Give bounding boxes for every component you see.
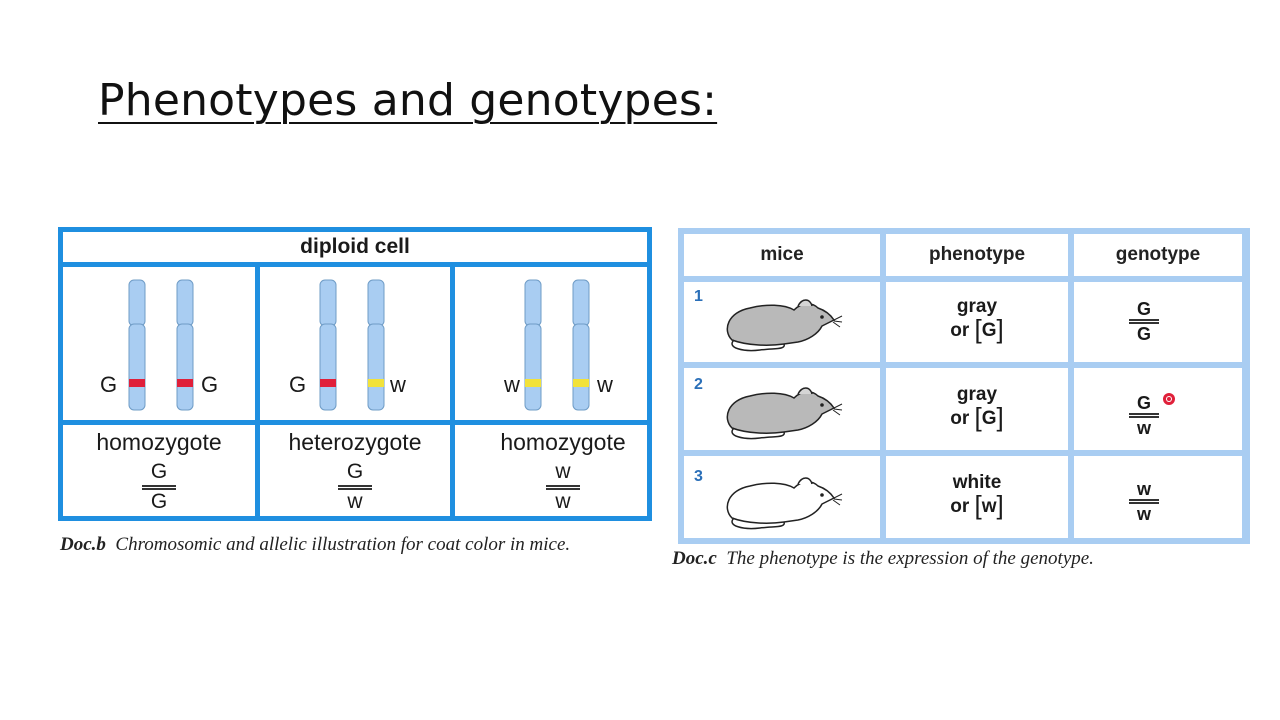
fraction-numerator: G <box>1136 299 1151 319</box>
fraction-numerator: G <box>346 460 364 483</box>
genotype-cell-2: G w <box>1074 368 1242 450</box>
genotype-cell-1: homozygote G G <box>63 425 255 516</box>
fraction-bar <box>1129 319 1159 324</box>
phenotype-or: or <box>950 408 970 429</box>
genotype-fraction: w w <box>1060 480 1228 523</box>
mouse-cell-2: 2 <box>684 368 880 450</box>
allele-left: w <box>504 372 520 397</box>
laser-pointer-icon <box>1163 393 1175 405</box>
diploid-cell-header: diploid cell <box>63 232 647 262</box>
fraction-numerator: G <box>1136 393 1151 413</box>
genotype-cell-2: heterozygote G w <box>260 425 450 516</box>
fraction-bar <box>1129 499 1159 504</box>
genotype-fraction: G w <box>260 461 450 513</box>
phenotype-cell-1: gray or [G] <box>886 282 1068 362</box>
zygosity-label: heterozygote <box>288 429 422 455</box>
chromosome-pair-icon <box>524 279 590 411</box>
phenotype-word: gray <box>956 296 998 317</box>
phenotype-allele: w <box>981 496 997 517</box>
phenotype-word: gray <box>956 384 998 405</box>
fraction-bar <box>338 485 372 490</box>
phenotype-value: gray or [G] <box>886 296 1068 342</box>
genotype-cell-1: G G <box>1074 282 1242 362</box>
genotype-cell-3: w w <box>1074 456 1242 538</box>
chromosome-cell-2: G w <box>260 267 450 420</box>
mouse-cell-3: 3 <box>684 456 880 538</box>
fraction-denominator: G <box>150 490 168 513</box>
phenotype-cell-2: gray or [G] <box>886 368 1068 450</box>
fraction-denominator: w <box>347 490 363 513</box>
allele-right: w <box>597 372 613 397</box>
docb-caption-text: Chromosomic and allelic illustration for… <box>115 534 571 555</box>
header-phenotype: phenotype <box>886 234 1068 276</box>
fraction-bar <box>546 485 580 490</box>
fraction-numerator: w <box>555 460 571 483</box>
genotype-fraction: w w <box>467 461 659 513</box>
gray-mouse-icon <box>726 387 843 440</box>
docc-caption-text: The phenotype is the expression of the g… <box>726 548 1094 569</box>
zygosity-label: homozygote <box>96 429 222 455</box>
allele-right: G <box>201 372 219 397</box>
genotype-fraction: G G <box>63 461 255 513</box>
fraction-denominator: w <box>555 490 571 513</box>
fraction-denominator: w <box>1136 504 1151 524</box>
gray-mouse-icon <box>726 299 843 352</box>
phenotype-value: white or [w] <box>886 472 1068 518</box>
genotype-fraction: G G <box>1060 300 1228 343</box>
phenotype-allele: G <box>981 320 997 341</box>
genotype-cell-3: homozygote w w <box>455 425 647 516</box>
white-mouse-icon <box>726 477 843 530</box>
phenotype-or: or <box>950 320 970 341</box>
allele-left: G <box>289 372 307 397</box>
chromosome-cell-3: w w <box>455 267 647 420</box>
fraction-denominator: G <box>1136 324 1151 344</box>
slide-title: Phenotypes and genotypes: <box>98 75 718 127</box>
mice-genotype-table: mice phenotype genotype 1 gray or [G] G … <box>678 228 1250 544</box>
mouse-cell-1: 1 <box>684 282 880 362</box>
zygosity-label: homozygote <box>500 429 626 455</box>
phenotype-word: white <box>952 472 1002 493</box>
fraction-numerator: w <box>1136 479 1151 499</box>
row-number: 3 <box>694 468 703 485</box>
chromosome-cell-1: G G <box>63 267 255 420</box>
fraction-denominator: w <box>1136 418 1151 438</box>
phenotype-or: or <box>950 496 970 517</box>
chromosome-pair-icon <box>128 279 194 411</box>
header-mice: mice <box>684 234 880 276</box>
fraction-bar <box>142 485 176 490</box>
header-genotype: genotype <box>1074 234 1242 276</box>
docc-caption-tag: Doc.c <box>672 548 717 569</box>
allele-left: G <box>100 372 118 397</box>
row-number: 1 <box>694 288 703 305</box>
chromosome-pair-icon <box>319 279 385 411</box>
docc-caption: Doc.c The phenotype is the expression of… <box>672 548 1252 570</box>
fraction-bar <box>1129 413 1159 418</box>
allele-right: w <box>390 372 406 397</box>
row-number: 2 <box>694 376 703 393</box>
docb-caption-tag: Doc.b <box>60 534 106 555</box>
diploid-cell-table: diploid cell G G G w <box>58 227 652 521</box>
genotype-fraction: G w <box>1060 394 1228 437</box>
fraction-numerator: G <box>150 460 168 483</box>
phenotype-value: gray or [G] <box>886 384 1068 430</box>
docb-caption: Doc.b Chromosomic and allelic illustrati… <box>60 532 660 557</box>
phenotype-allele: G <box>981 408 997 429</box>
phenotype-cell-3: white or [w] <box>886 456 1068 538</box>
